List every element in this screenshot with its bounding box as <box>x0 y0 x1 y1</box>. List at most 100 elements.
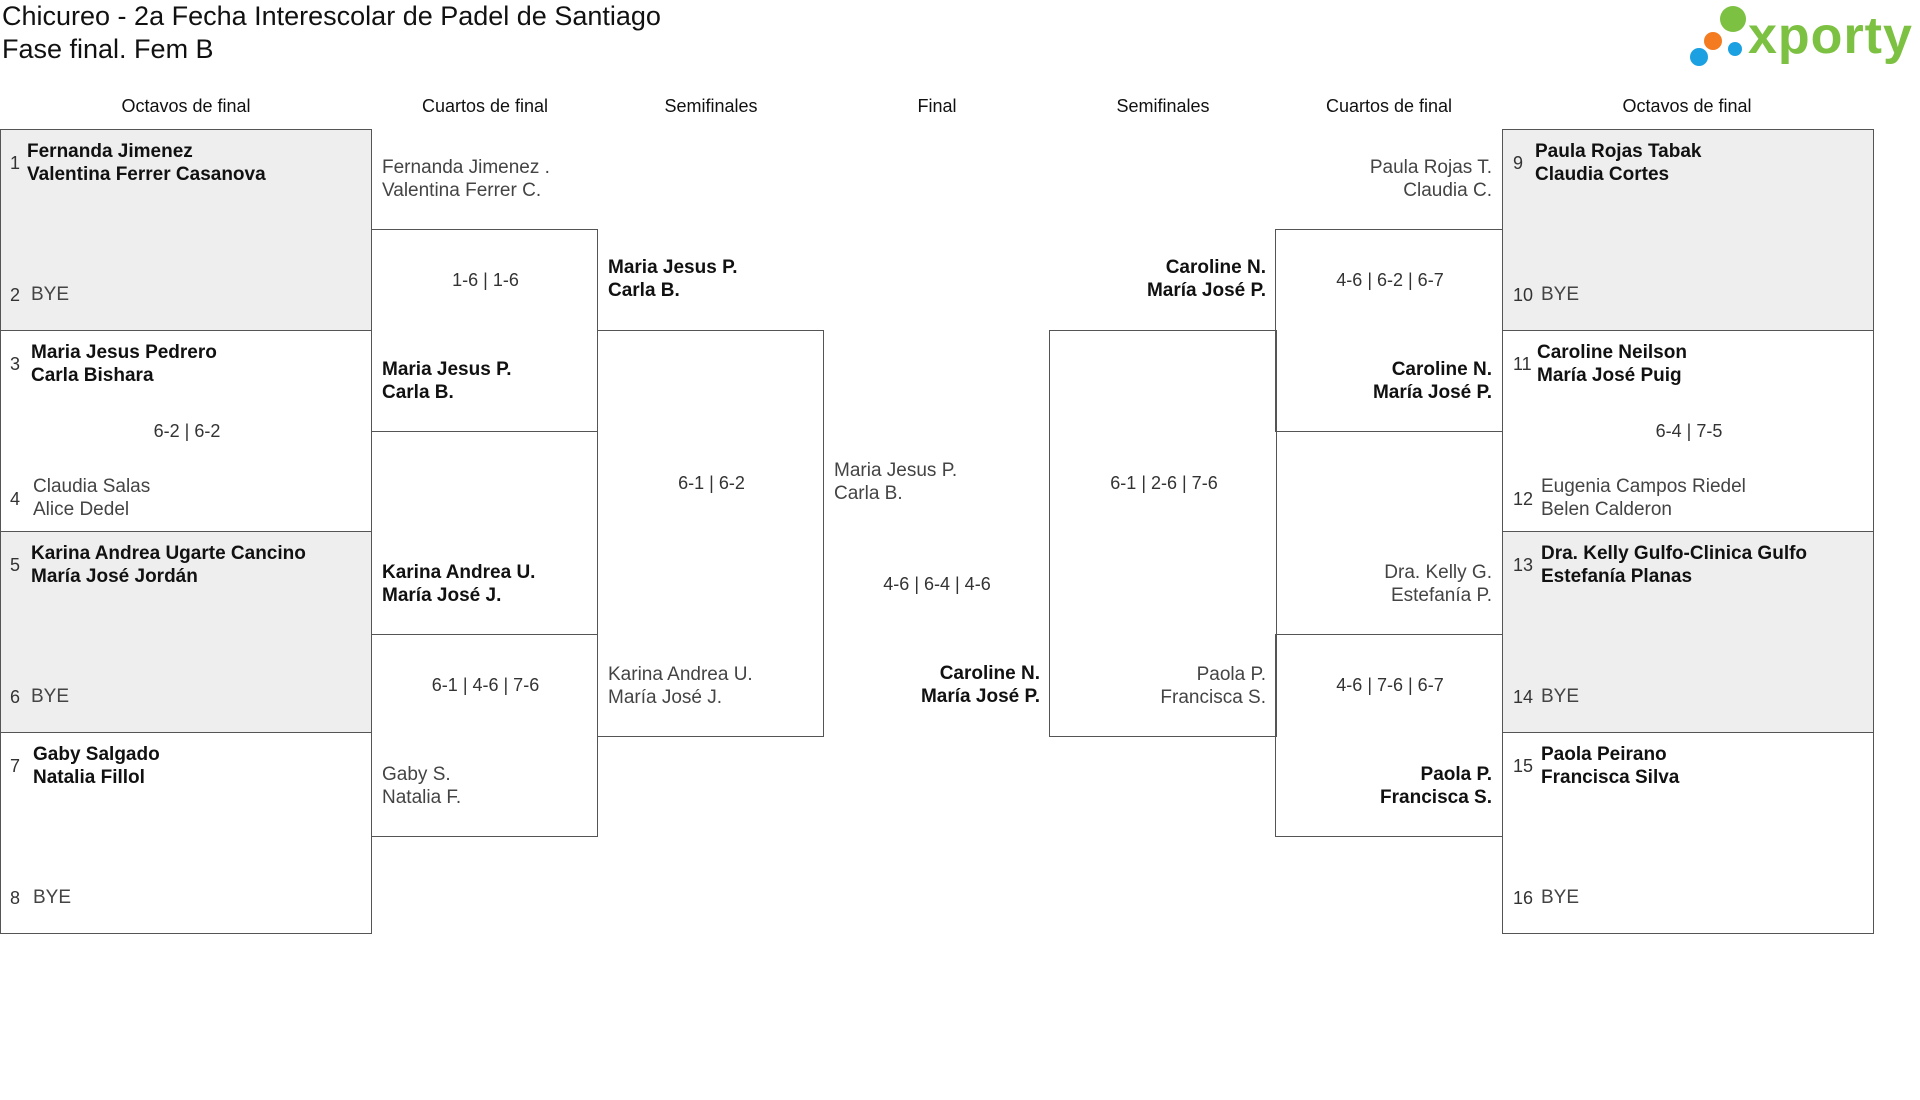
bye-label: BYE <box>31 686 70 707</box>
qf-right-2-team-b[interactable]: Paola P. Francisca S. <box>1276 763 1492 809</box>
r16-right-match-3[interactable]: 13 Dra. Kelly Gulfo-Clinica Gulfo Estefa… <box>1502 531 1874 733</box>
qf-left-2-team-b[interactable]: Gaby S. Natalia F. <box>382 763 461 809</box>
team-players[interactable]: Eugenia Campos Riedel Belen Calderon <box>1541 475 1746 521</box>
team-players[interactable]: Paola Peirano Francisca Silva <box>1541 743 1679 789</box>
player-name: Dra. Kelly G. <box>1384 562 1492 583</box>
player-name: María José P. <box>1372 382 1492 403</box>
player-name: Carla Bishara <box>31 365 154 386</box>
player-name: Carla B. <box>608 280 680 301</box>
player-name: Valentina Ferrer C. <box>382 180 542 201</box>
qf-left-match-1[interactable]: 1-6 | 1-6 Maria Jesus P. Carla B. <box>371 229 598 432</box>
player-name: Gaby S. <box>382 764 451 785</box>
qf-left-1-team-a[interactable]: Fernanda Jimenez . Valentina Ferrer C. <box>382 156 550 202</box>
seed-number: 9 <box>1513 153 1524 173</box>
final-team-a[interactable]: Maria Jesus P. Carla B. <box>834 459 957 505</box>
qf-right-1-team-b[interactable]: Caroline N. María José P. <box>1276 358 1492 404</box>
r16-left-match-4[interactable]: 7 Gaby Salgado Natalia Fillol 8 BYE <box>0 732 372 934</box>
team-players[interactable]: Fernanda Jimenez Valentina Ferrer Casano… <box>27 140 266 186</box>
qf-right-2-team-a[interactable]: Dra. Kelly G. Estefanía P. <box>1276 561 1492 607</box>
seed-number: 13 <box>1513 555 1534 575</box>
player-name: Fernanda Jimenez <box>27 141 193 162</box>
player-name: Claudia Cortes <box>1535 164 1670 185</box>
sf-right-match[interactable]: 6-1 | 2-6 | 7-6 Paola P. Francisca S. <box>1049 330 1277 737</box>
logo-text: xporty <box>1748 7 1913 65</box>
player-name: Estefanía P. <box>1390 585 1492 606</box>
match-score: 6-1 | 4-6 | 7-6 <box>431 675 540 695</box>
r16-right-match-2[interactable]: 11 Caroline Neilson María José Puig 6-4 … <box>1502 330 1874 532</box>
sf-left-team-b[interactable]: Karina Andrea U. María José J. <box>608 663 753 709</box>
player-name: Paula Rojas T. <box>1369 157 1492 178</box>
team-players[interactable]: Dra. Kelly Gulfo-Clinica Gulfo Estefanía… <box>1541 542 1807 588</box>
player-name: Alice Dedel <box>33 499 130 520</box>
sf-left-match[interactable]: 6-1 | 6-2 Karina Andrea U. María José J. <box>597 330 824 737</box>
player-name: Maria Jesus P. <box>382 359 512 380</box>
player-name: Claudia C. <box>1403 180 1492 201</box>
r16-right-match-1[interactable]: 9 Paula Rojas Tabak Claudia Cortes 10 BY… <box>1502 129 1874 331</box>
sf-right-team-b[interactable]: Paola P. Francisca S. <box>1050 663 1266 709</box>
logo-dot-orange <box>1704 32 1722 50</box>
r16-right-match-4[interactable]: 15 Paola Peirano Francisca Silva 16 BYE <box>1502 732 1874 934</box>
seed-number: 16 <box>1513 888 1534 908</box>
xporty-logo[interactable]: xporty <box>1690 6 1916 68</box>
match-score: 4-6 | 6-2 | 6-7 <box>1336 270 1444 290</box>
qf-left-2-team-a[interactable]: Karina Andrea U. María José J. <box>382 561 535 607</box>
qf-left-1-team-b[interactable]: Maria Jesus P. Carla B. <box>382 358 512 404</box>
seed-number: 5 <box>10 555 21 575</box>
match-score: 1-6 | 1-6 <box>452 270 519 290</box>
final-score: 4-6 | 6-4 | 4-6 <box>883 574 991 594</box>
team-players[interactable]: Gaby Salgado Natalia Fillol <box>33 743 160 789</box>
seed-number: 8 <box>10 888 21 908</box>
player-name: Paula Rojas Tabak <box>1535 141 1702 162</box>
player-name: Carla B. <box>834 483 903 504</box>
player-name: María José J. <box>608 687 723 708</box>
seed-number: 12 <box>1513 489 1534 509</box>
player-name: Valentina Ferrer Casanova <box>27 164 266 185</box>
bye-label: BYE <box>1541 284 1580 305</box>
player-name: Natalia F. <box>382 787 462 808</box>
qf-right-match-1[interactable]: 4-6 | 6-2 | 6-7 Caroline N. María José P… <box>1275 229 1503 432</box>
r16-left-match-3[interactable]: 5 Karina Andrea Ugarte Cancino María Jos… <box>0 531 372 733</box>
player-name: Estefanía Planas <box>1541 566 1693 587</box>
player-name: Paola P. <box>1420 764 1492 785</box>
player-name: Paola P. <box>1196 664 1266 685</box>
final-team-b[interactable]: Caroline N. María José P. <box>824 662 1040 708</box>
team-players[interactable]: Maria Jesus Pedrero Carla Bishara <box>31 341 217 387</box>
seed-number: 7 <box>10 756 21 776</box>
team-players[interactable]: Paula Rojas Tabak Claudia Cortes <box>1535 140 1702 186</box>
match-score: 4-6 | 7-6 | 6-7 <box>1336 675 1444 695</box>
qf-right-match-2[interactable]: 4-6 | 7-6 | 6-7 Paola P. Francisca S. <box>1275 634 1503 837</box>
qf-right-1-team-a[interactable]: Paula Rojas T. Claudia C. <box>1276 156 1492 202</box>
player-name: Caroline N. <box>939 663 1040 684</box>
round-header-final: Final <box>917 96 957 116</box>
team-players[interactable]: Karina Andrea Ugarte Cancino María José … <box>31 542 306 588</box>
match-score: 6-2 | 6-2 <box>153 421 221 441</box>
round-header-r16-left: Octavos de final <box>121 96 251 116</box>
player-name: Francisca Silva <box>1541 767 1680 788</box>
bye-label: BYE <box>1541 686 1580 707</box>
qf-left-match-2[interactable]: 6-1 | 4-6 | 7-6 Gaby S. Natalia F. <box>371 634 598 837</box>
player-name: Fernanda Jimenez . <box>382 157 550 178</box>
player-name: Caroline N. <box>1391 359 1492 380</box>
logo-dot-blue-2 <box>1728 42 1742 56</box>
player-name: María José Puig <box>1537 365 1682 386</box>
bye-label: BYE <box>1541 887 1580 908</box>
seed-number: 15 <box>1513 756 1534 776</box>
player-name: Maria Jesus P. <box>608 257 738 278</box>
match-score: 6-4 | 7-5 <box>1655 421 1723 441</box>
seed-number: 14 <box>1513 687 1534 707</box>
r16-left-match-2[interactable]: 3 Maria Jesus Pedrero Carla Bishara 6-2 … <box>0 330 372 532</box>
team-players[interactable]: Caroline Neilson María José Puig <box>1537 341 1687 387</box>
round-header-qf-right: Cuartos de final <box>1325 96 1453 116</box>
team-players[interactable]: Claudia Salas Alice Dedel <box>33 475 150 521</box>
player-name: María José P. <box>920 686 1040 707</box>
sf-left-team-a[interactable]: Maria Jesus P. Carla B. <box>608 256 738 302</box>
seed-number: 10 <box>1513 285 1534 305</box>
player-name: Claudia Salas <box>33 476 151 497</box>
seed-number: 3 <box>10 354 21 374</box>
r16-left-match-1[interactable]: 1 Fernanda Jimenez Valentina Ferrer Casa… <box>0 129 372 331</box>
bye-label: BYE <box>33 887 72 908</box>
player-name: María José P. <box>1146 280 1266 301</box>
player-name: Eugenia Campos Riedel <box>1541 476 1746 497</box>
page-subtitle: Fase final. Fem B <box>2 34 214 64</box>
sf-right-team-a[interactable]: Caroline N. María José P. <box>1050 256 1266 302</box>
